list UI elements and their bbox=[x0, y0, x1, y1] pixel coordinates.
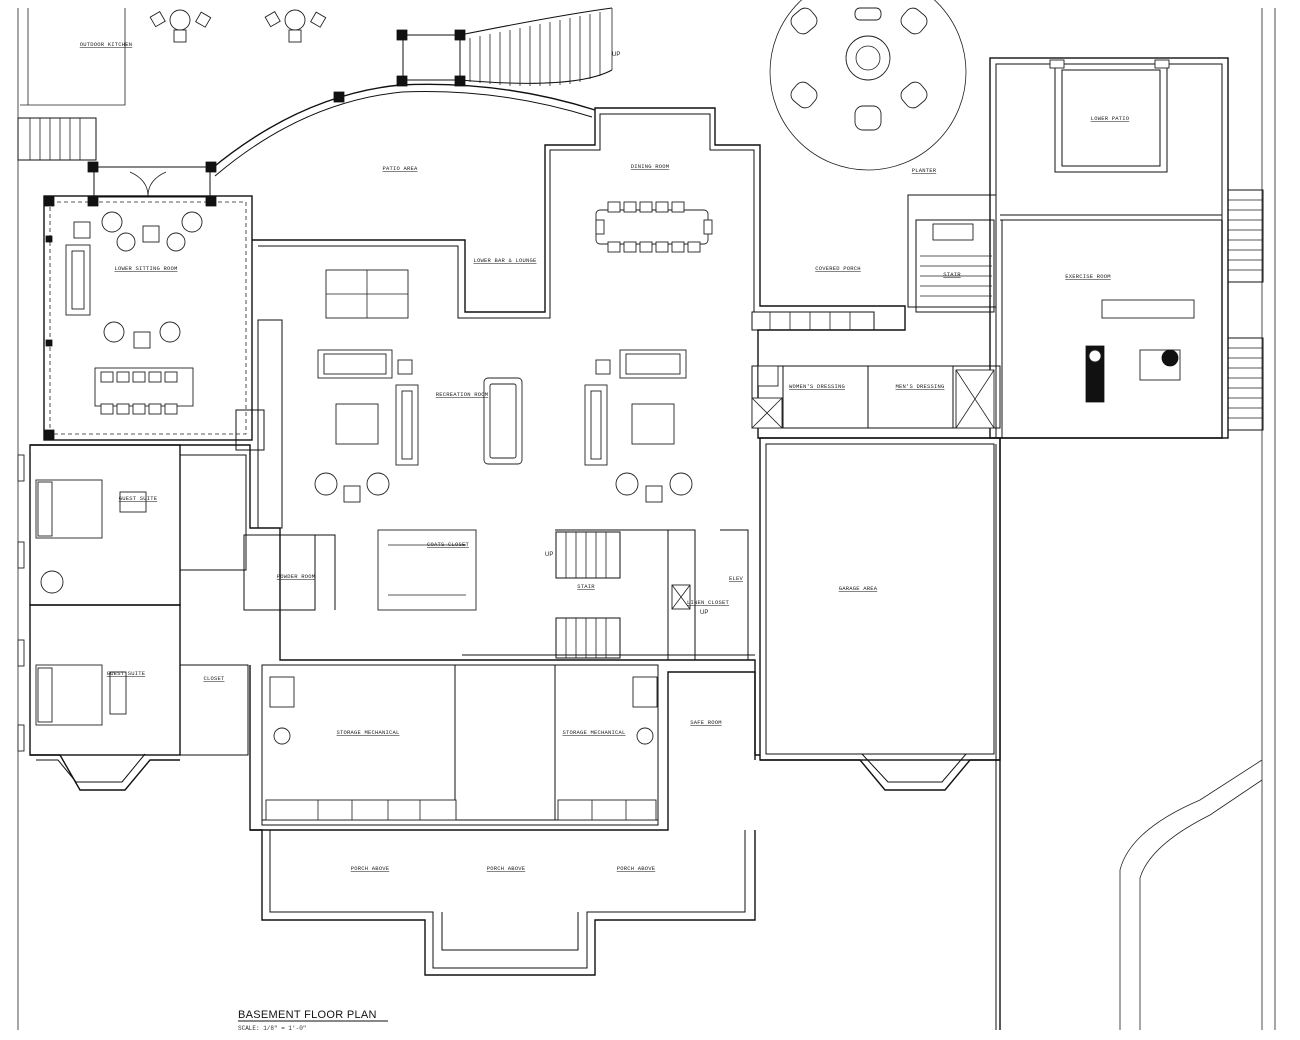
note-up-2: UP bbox=[545, 552, 553, 558]
round-patio-table bbox=[769, 0, 967, 171]
label-outdoor-kitchen: OUTDOOR KITCHEN bbox=[80, 41, 133, 48]
note-up-1: UP bbox=[612, 52, 620, 58]
note-up-3: UP bbox=[700, 610, 708, 616]
storage-fixtures bbox=[265, 676, 658, 821]
label-guest-suite-1: GUEST SUITE bbox=[119, 495, 158, 502]
dining-table bbox=[595, 201, 713, 253]
label-storage-1: STORAGE MECHANICAL bbox=[336, 729, 399, 736]
label-covered-porch: COVERED PORCH bbox=[815, 265, 861, 272]
covered-porch-rail bbox=[751, 311, 875, 331]
recreation-furniture bbox=[314, 269, 693, 611]
patio-curve bbox=[209, 7, 613, 177]
exercise-equipment bbox=[1085, 299, 1195, 403]
label-exercise: EXERCISE ROOM bbox=[1065, 273, 1111, 280]
label-womens-dressing: WOMEN'S DRESSING bbox=[789, 383, 845, 390]
label-garage: GARAGE AREA bbox=[839, 585, 878, 592]
label-mens-dressing: MEN'S DRESSING bbox=[895, 383, 944, 390]
label-coats-closet: COATS CLOSET bbox=[427, 541, 470, 548]
title-block: BASEMENT FLOOR PLAN SCALE: 1/8" = 1'-0" bbox=[238, 1009, 388, 1032]
label-guest-suite-2: GUEST SUITE bbox=[107, 670, 146, 677]
interior-stairs bbox=[555, 255, 992, 659]
label-porch-2: PORCH ABOVE bbox=[487, 865, 526, 872]
guest-suite-furniture bbox=[17, 454, 147, 752]
label-porch-1: PORCH ABOVE bbox=[351, 865, 390, 872]
outdoor-stair-right bbox=[1227, 189, 1264, 431]
label-patio: PATIO AREA bbox=[382, 165, 418, 172]
label-lower-patio: LOWER PATIO bbox=[1091, 115, 1130, 122]
label-powder-room: POWDER ROOM bbox=[277, 573, 316, 580]
label-closet-a: CLOSET bbox=[203, 675, 225, 682]
label-planter: PLANTER bbox=[912, 167, 937, 174]
label-lower-sitting: LOWER SITTING ROOM bbox=[114, 265, 177, 272]
label-recreation: RECREATION ROOM bbox=[436, 391, 489, 398]
label-safe-room: SAFE ROOM bbox=[690, 719, 722, 726]
building-walls bbox=[29, 57, 1229, 1030]
drawing-title: BASEMENT FLOOR PLAN bbox=[238, 1009, 377, 1021]
label-porch-3: PORCH ABOVE bbox=[617, 865, 656, 872]
label-elevator: ELEV bbox=[729, 575, 744, 582]
lower-patio-furniture bbox=[65, 211, 203, 415]
label-dining: DINING ROOM bbox=[631, 163, 670, 170]
label-linen-closet: LINEN CLOSET bbox=[687, 599, 730, 606]
label-lower-bar: LOWER BAR & LOUNGE bbox=[473, 257, 537, 264]
drawing-scale: SCALE: 1/8" = 1'-0" bbox=[238, 1025, 306, 1032]
site-lines bbox=[17, 8, 1276, 1030]
outdoor-seating bbox=[149, 9, 327, 43]
label-stair-2: STAIR bbox=[577, 583, 595, 590]
label-storage-2: STORAGE MECHANICAL bbox=[562, 729, 625, 736]
room-labels: OUTDOOR KITCHEN PATIO AREA LOWER BAR & L… bbox=[80, 41, 1130, 872]
outdoor-stair-left bbox=[17, 117, 97, 161]
label-stair-1: STAIR bbox=[943, 271, 961, 278]
